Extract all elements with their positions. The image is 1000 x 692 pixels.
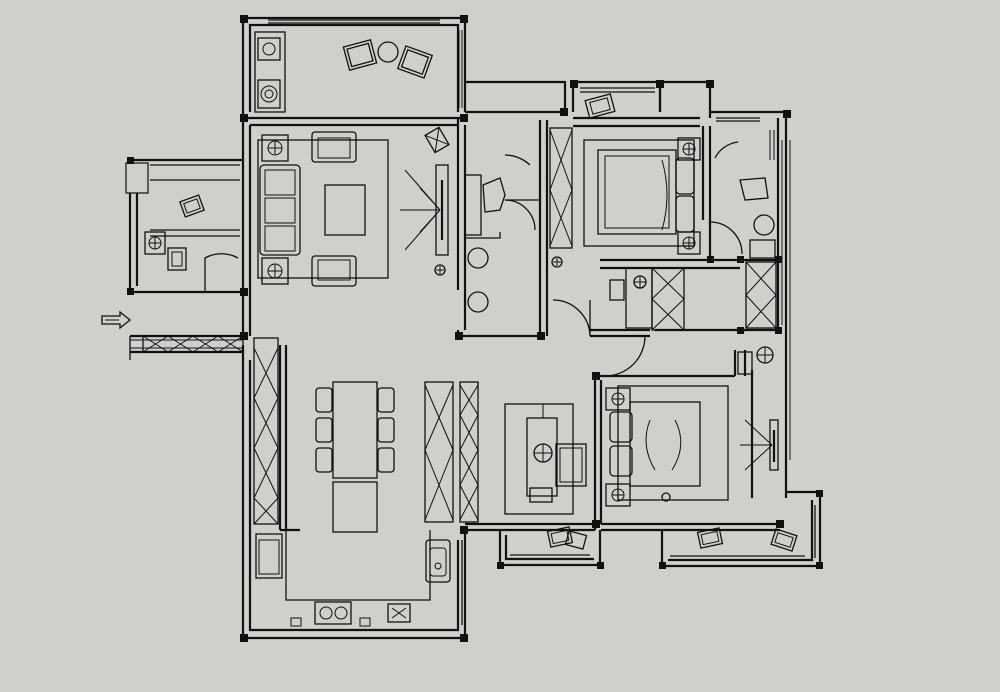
- side-table-top: [261, 134, 289, 162]
- coffee-table: [324, 184, 366, 236]
- cooktop: [314, 601, 352, 625]
- living-room: [257, 126, 450, 287]
- bath2-toilet: [739, 177, 769, 201]
- kitchen: [255, 530, 451, 627]
- master-nightstand-top: [605, 387, 631, 411]
- top-balcony: [254, 31, 434, 113]
- bathroom-2: [709, 130, 776, 259]
- bedroom2-balcony-chair: [584, 93, 616, 119]
- dining-bench: [332, 481, 378, 533]
- armchair-bottom: [311, 255, 357, 287]
- bath1-door: [504, 154, 531, 166]
- sofa: [259, 164, 301, 256]
- living-rug: [257, 139, 389, 279]
- study: [144, 194, 239, 292]
- dining-chairs: [315, 387, 395, 473]
- interior-walls: [241, 116, 780, 532]
- bedroom-wardrobe-lower: [651, 267, 685, 331]
- study-door: [204, 253, 239, 292]
- tea-room-rug: [504, 403, 574, 515]
- tea-table: [526, 417, 558, 497]
- bedroom-2: [551, 93, 701, 337]
- corridor-door: [604, 335, 646, 377]
- bathroom-1: [464, 154, 540, 313]
- kitchen-stools: [290, 617, 371, 627]
- bedroom2-rug: [583, 139, 695, 247]
- plant-living: [424, 126, 450, 154]
- dining: [315, 381, 395, 533]
- study-chair: [179, 194, 205, 218]
- master-bed: [629, 401, 701, 487]
- bedroom2-nightstand-top: [677, 137, 701, 161]
- balcony-chair-left: [342, 38, 378, 72]
- dining-side-cabinet: [253, 337, 279, 525]
- side-table-bottom: [261, 257, 289, 285]
- bath1-toilet: [482, 177, 506, 213]
- bottom-balcony-chairs: [546, 526, 798, 552]
- master-nightstand-bottom: [605, 483, 631, 507]
- sink: [425, 539, 451, 583]
- kitchen-appliance: [387, 603, 411, 623]
- bath2-sink: [753, 214, 775, 236]
- plant-living-pot: [434, 264, 446, 276]
- entry-arrow-icon: [101, 310, 132, 330]
- bedroom2-nightstand-bottom: [677, 231, 701, 255]
- center-cabinets: [424, 381, 479, 523]
- balcony-table: [377, 41, 399, 63]
- fridge: [255, 533, 283, 579]
- entry-shelf: [142, 335, 244, 353]
- tea-seat: [555, 443, 587, 487]
- balcony-chair-right: [396, 45, 434, 79]
- master-rug: [617, 385, 729, 501]
- study-stool: [167, 247, 187, 271]
- master-bedroom: [605, 346, 779, 507]
- tv-view-lines: [400, 169, 441, 251]
- bath2-door: [714, 141, 739, 159]
- wardrobes: [142, 127, 777, 525]
- bath1-sink: [467, 247, 489, 269]
- tea-room: [504, 403, 587, 515]
- bedroom2-desk: [625, 267, 653, 329]
- bedroom2-chair: [609, 279, 625, 301]
- wall-junctions: [127, 15, 823, 642]
- bedroom2-door: [552, 299, 591, 337]
- bath1-basin: [467, 291, 489, 313]
- armchair-top: [311, 131, 357, 163]
- bedroom-wardrobe-right: [745, 261, 777, 329]
- dining-table: [332, 381, 378, 479]
- bedroom-wardrobe-left: [549, 127, 573, 249]
